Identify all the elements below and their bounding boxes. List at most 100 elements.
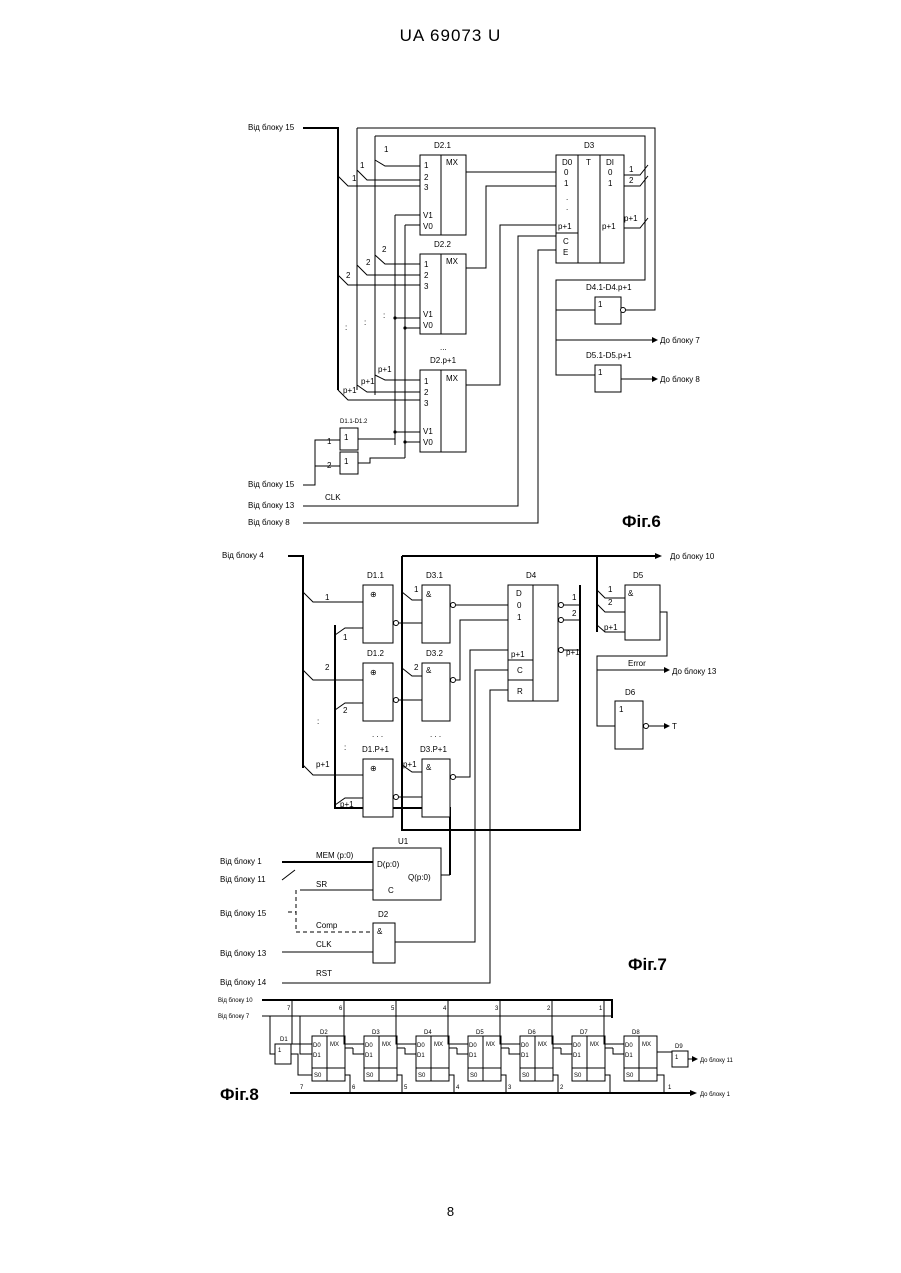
- svg-text:D3: D3: [584, 141, 595, 150]
- svg-text:4: 4: [443, 1006, 447, 1012]
- fig8-mux-chain: D2 D0 D1 S0 MX 7 7 D3 D0 D1 S0 MX 6 6: [287, 1000, 672, 1093]
- fig8-d1: D1 1: [270, 1016, 312, 1075]
- fig6-input-from8: Від блоку 8: [248, 518, 290, 527]
- svg-text:D1: D1: [365, 1053, 373, 1059]
- svg-text:1: 1: [572, 593, 577, 602]
- fig6-wire-from15-bottom: [303, 440, 340, 485]
- svg-text:&: &: [377, 927, 383, 936]
- fig6-caption: Фіг.6: [622, 512, 661, 531]
- svg-text:.: .: [566, 193, 568, 202]
- svg-text:D3: D3: [372, 1030, 380, 1036]
- svg-text:D4: D4: [526, 571, 537, 580]
- svg-text:3: 3: [508, 1085, 512, 1091]
- svg-text:⊕: ⊕: [370, 668, 377, 677]
- svg-text:D0: D0: [562, 158, 573, 167]
- svg-text:D2.2: D2.2: [434, 240, 451, 249]
- svg-text:1: 1: [608, 585, 613, 594]
- svg-text:C: C: [388, 886, 394, 895]
- fig7-xor-d1-1: D1.1 ⊕: [363, 571, 399, 643]
- svg-text:&: &: [426, 590, 432, 599]
- figure-7: Від блоку 4 1 2 p+1 : 1 2 p+1 : D1.1 ⊕ D…: [220, 551, 717, 987]
- fig7-caption: Фіг.7: [628, 955, 667, 974]
- svg-text:D: D: [516, 589, 522, 598]
- svg-text:p+1: p+1: [602, 222, 616, 231]
- svg-text:1: 1: [619, 705, 624, 714]
- svg-text:p+1: p+1: [558, 222, 572, 231]
- fig6-input-from13: Від блоку 13: [248, 501, 295, 510]
- fig7-xor-d1-p1: D1.P+1 ⊕: [362, 745, 399, 817]
- svg-text:V1: V1: [423, 310, 433, 319]
- fig6-input-from15-top: Від блоку 15: [248, 123, 295, 132]
- svg-text:V1: V1: [423, 211, 433, 220]
- svg-text:D1: D1: [521, 1053, 529, 1059]
- svg-text:R: R: [517, 687, 523, 696]
- svg-text:2: 2: [414, 663, 419, 672]
- fig6-register-d3: D3 D0 0 1 . . p+1 C E T DI 0 1 p+1 1 2 p…: [556, 141, 648, 263]
- svg-text:C: C: [563, 237, 569, 246]
- svg-text:&: &: [426, 763, 432, 772]
- svg-text:1: 1: [608, 179, 613, 188]
- svg-text:V0: V0: [423, 222, 433, 231]
- fig8-mux-D2: D2 D0 D1 S0 MX 7 7: [287, 1000, 353, 1093]
- svg-text:. . .: . . .: [430, 730, 441, 739]
- svg-text:1: 1: [598, 300, 603, 309]
- svg-text:D3.2: D3.2: [426, 649, 443, 658]
- svg-text:p+1: p+1: [403, 760, 417, 769]
- fig7-and-d5: D5 & 1 2 p+1 Error До блоку 13: [597, 556, 717, 676]
- svg-text:DI: DI: [606, 158, 614, 167]
- svg-text:0: 0: [608, 168, 613, 177]
- fig6-buffer-d5: D5.1-D5.p+1 1 До блоку 8: [586, 351, 700, 392]
- svg-text:S0: S0: [626, 1073, 634, 1079]
- svg-text:MX: MX: [486, 1042, 495, 1048]
- svg-text:D5.1-D5.p+1: D5.1-D5.p+1: [586, 351, 632, 360]
- svg-text:D3.P+1: D3.P+1: [420, 745, 447, 754]
- svg-text:1: 1: [424, 377, 429, 386]
- fig7-output-to10: До блоку 10: [670, 552, 715, 561]
- svg-text:D0: D0: [573, 1043, 581, 1049]
- svg-text:D1: D1: [280, 1037, 288, 1043]
- svg-text:7: 7: [287, 1006, 291, 1012]
- svg-text:5: 5: [391, 1006, 395, 1012]
- fig7-input-from13: Від блоку 13: [220, 949, 267, 958]
- svg-text:p+1: p+1: [343, 386, 357, 395]
- svg-text::: :: [364, 318, 366, 327]
- svg-text:1: 1: [564, 179, 569, 188]
- svg-text:MX: MX: [642, 1042, 651, 1048]
- svg-text:D0: D0: [521, 1043, 529, 1049]
- svg-text:3: 3: [424, 183, 429, 192]
- svg-text:1: 1: [344, 457, 349, 466]
- fig7-xor-d1-2: D1.2 ⊕: [363, 649, 399, 721]
- svg-text:2: 2: [547, 1006, 551, 1012]
- svg-text::: :: [344, 743, 346, 752]
- svg-text:MX: MX: [590, 1042, 599, 1048]
- svg-text:1: 1: [343, 633, 348, 642]
- svg-text:D1: D1: [469, 1053, 477, 1059]
- svg-text:D1.P+1: D1.P+1: [362, 745, 389, 754]
- svg-text:MX: MX: [446, 374, 459, 383]
- svg-text:1: 1: [599, 1006, 603, 1012]
- svg-text:T: T: [672, 722, 677, 731]
- svg-text:3: 3: [424, 282, 429, 291]
- svg-text:V1: V1: [423, 427, 433, 436]
- svg-text:D1: D1: [313, 1053, 321, 1059]
- svg-text:1: 1: [360, 161, 365, 170]
- svg-text:1: 1: [668, 1085, 672, 1091]
- fig7-input-from1: Від блоку 1: [220, 857, 262, 866]
- svg-text:1: 1: [414, 585, 419, 594]
- page-number: 8: [0, 1204, 901, 1219]
- svg-text:Error: Error: [628, 659, 646, 668]
- svg-text:D6: D6: [625, 688, 636, 697]
- svg-text:MX: MX: [330, 1042, 339, 1048]
- fig6-output-to7: До блоку 7: [660, 336, 700, 345]
- fig8-mux-D3: D3 D0 D1 S0 MX 6 6: [339, 1000, 405, 1093]
- svg-text:p+1: p+1: [378, 365, 392, 374]
- fig8-mux-D6: D6 D0 D1 S0 MX 3 3: [495, 1000, 561, 1093]
- fig8-caption: Фіг.8: [220, 1085, 259, 1104]
- svg-text:D4.1-D4.p+1: D4.1-D4.p+1: [586, 283, 632, 292]
- fig8-d9: D9 1 До блоку 11: [672, 1044, 733, 1067]
- svg-text:2: 2: [560, 1085, 564, 1091]
- svg-text:D4: D4: [424, 1030, 432, 1036]
- svg-text:3: 3: [495, 1006, 499, 1012]
- svg-text::: :: [383, 311, 385, 320]
- fig7-and-d3-2: D3.2 &: [422, 649, 456, 721]
